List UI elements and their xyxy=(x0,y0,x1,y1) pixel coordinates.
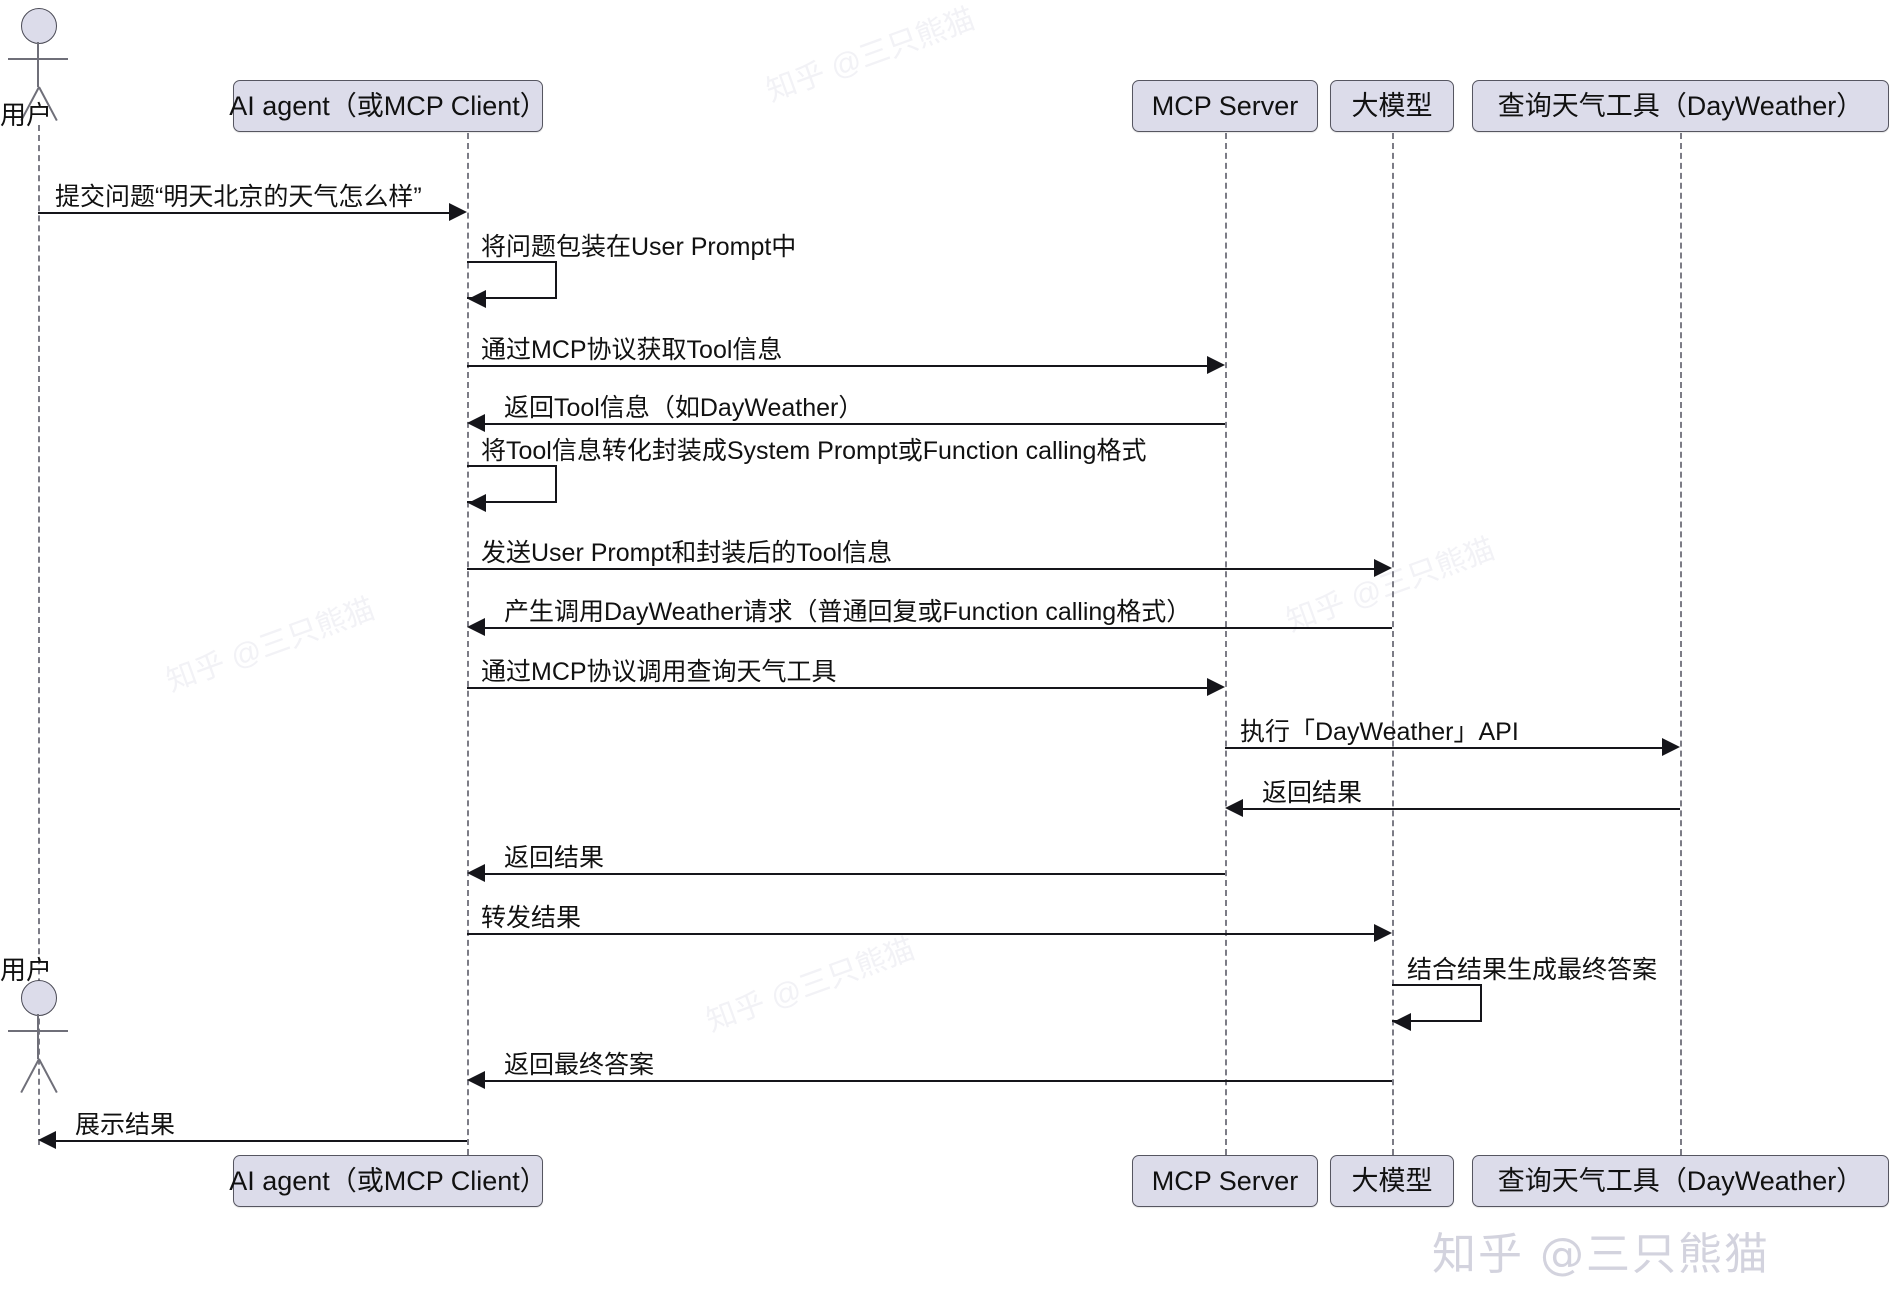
participant-llm-bottom[interactable]: 大模型 xyxy=(1330,1155,1454,1207)
message-label-15: 展示结果 xyxy=(75,1111,176,1139)
message-selfloop-5 xyxy=(467,465,557,503)
message-arrowhead-12 xyxy=(1374,924,1392,942)
message-arrowhead-13 xyxy=(1393,1013,1411,1031)
lifeline-agent xyxy=(467,133,469,1155)
message-arrowhead-3 xyxy=(1207,356,1225,374)
lifeline-user xyxy=(38,125,40,1145)
watermark-zhihu: 知乎 @三只熊猫 xyxy=(1432,1229,1770,1280)
message-line-7 xyxy=(485,627,1392,629)
lifeline-server xyxy=(1225,133,1227,1155)
message-label-5: 将Tool信息转化封装成System Prompt或Function calli… xyxy=(481,437,1147,465)
background-watermark: 知乎 @三只熊猫 xyxy=(1282,532,1500,639)
message-selfloop-2 xyxy=(467,261,557,299)
message-label-6: 发送User Prompt和封装后的Tool信息 xyxy=(481,539,893,567)
message-line-14 xyxy=(485,1080,1392,1082)
participant-tool-bottom[interactable]: 查询天气工具（DayWeather） xyxy=(1472,1155,1889,1207)
background-watermark: 知乎 @三只熊猫 xyxy=(762,2,980,109)
lifeline-llm xyxy=(1392,133,1394,1155)
participant-agent-top[interactable]: AI agent（或MCP Client） xyxy=(229,80,547,132)
actor-head-icon xyxy=(21,980,57,1016)
participant-tool-top[interactable]: 查询天气工具（DayWeather） xyxy=(1472,80,1889,132)
message-label-11: 返回结果 xyxy=(504,844,605,872)
participant-server-bottom[interactable]: MCP Server xyxy=(1132,1155,1318,1207)
message-arrowhead-2 xyxy=(468,290,486,308)
message-selfloop-13 xyxy=(1392,984,1482,1022)
background-watermark: 知乎 @三只熊猫 xyxy=(162,592,380,699)
message-arrowhead-8 xyxy=(1207,678,1225,696)
message-label-2: 将问题包装在User Prompt中 xyxy=(481,233,797,261)
message-line-3 xyxy=(467,365,1207,367)
message-line-11 xyxy=(485,873,1225,875)
message-arrowhead-14 xyxy=(467,1071,485,1089)
actor-arms xyxy=(8,58,68,60)
message-line-12 xyxy=(467,933,1374,935)
message-arrowhead-15 xyxy=(38,1131,56,1149)
participant-server-top[interactable]: MCP Server xyxy=(1132,80,1318,132)
message-arrowhead-1 xyxy=(449,203,467,221)
message-label-1: 提交问题“明天北京的天气怎么样” xyxy=(55,183,422,211)
lifeline-tool xyxy=(1680,133,1682,1155)
message-arrowhead-5 xyxy=(468,494,486,512)
message-label-14: 返回最终答案 xyxy=(504,1051,655,1079)
actor-label-user-top: 用户 xyxy=(0,100,53,130)
message-label-7: 产生调用DayWeather请求（普通回复或Function calling格式… xyxy=(504,598,1192,626)
message-label-12: 转发结果 xyxy=(481,904,582,932)
message-arrowhead-7 xyxy=(467,618,485,636)
message-label-4: 返回Tool信息（如DayWeather） xyxy=(504,394,864,422)
message-line-6 xyxy=(467,568,1374,570)
message-label-9: 执行「DayWeather」API xyxy=(1240,718,1519,746)
message-arrowhead-9 xyxy=(1662,738,1680,756)
message-arrowhead-11 xyxy=(467,864,485,882)
message-arrowhead-4 xyxy=(467,414,485,432)
message-label-13: 结合结果生成最终答案 xyxy=(1407,956,1658,984)
message-arrowhead-6 xyxy=(1374,559,1392,577)
message-line-8 xyxy=(467,687,1207,689)
actor-leg-left xyxy=(20,1058,40,1094)
message-line-15 xyxy=(56,1140,467,1142)
background-watermark: 知乎 @三只熊猫 xyxy=(702,932,920,1039)
message-label-3: 通过MCP协议获取Tool信息 xyxy=(481,336,783,364)
message-label-10: 返回结果 xyxy=(1262,779,1363,807)
actor-body xyxy=(37,42,39,87)
actor-leg-right xyxy=(38,1058,58,1094)
actor-head-icon xyxy=(21,8,57,44)
message-line-10 xyxy=(1243,808,1680,810)
message-line-9 xyxy=(1225,747,1662,749)
actor-arms xyxy=(8,1030,68,1032)
actor-body xyxy=(37,1014,39,1059)
participant-llm-top[interactable]: 大模型 xyxy=(1330,80,1454,132)
message-line-4 xyxy=(485,423,1225,425)
participant-agent-bottom[interactable]: AI agent（或MCP Client） xyxy=(229,1155,547,1207)
message-arrowhead-10 xyxy=(1225,799,1243,817)
message-label-8: 通过MCP协议调用查询天气工具 xyxy=(481,658,837,686)
message-line-1 xyxy=(38,212,449,214)
